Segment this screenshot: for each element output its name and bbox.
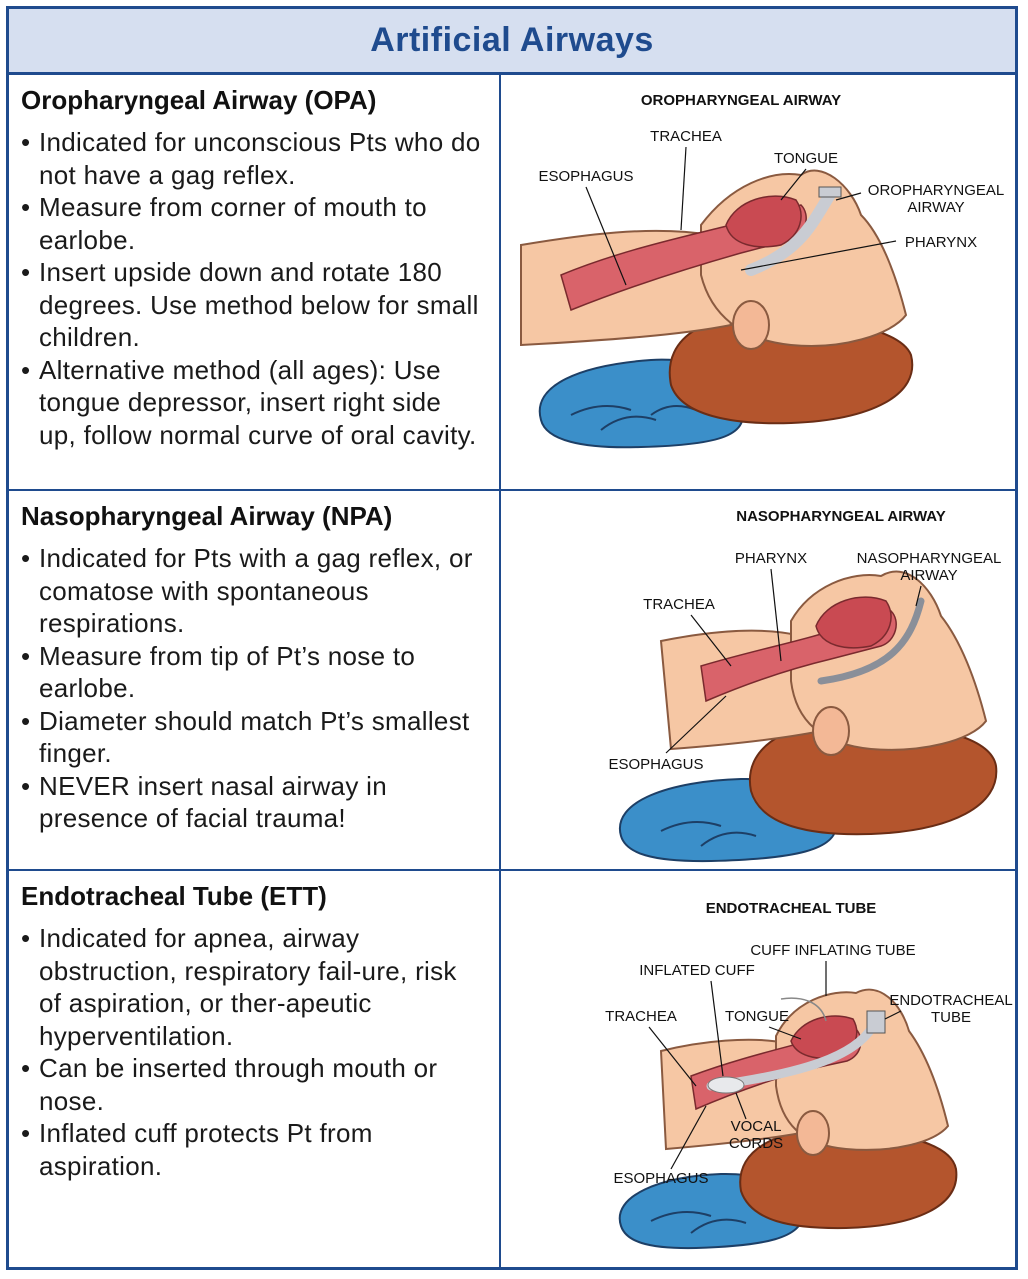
opa-illustration: OROPHARYNGEAL AIRWAY TRACHEA TONGUE ESOP… [520,92,1004,449]
list-item: NEVER insert nasal airway in presence of… [21,770,485,835]
diagram-title: ENDOTRACHEAL TUBE [706,900,877,917]
list-item: Inflated cuff protects Pt from aspiratio… [21,1117,485,1182]
npa-diagram: NASOPHARYNGEAL AIRWAY PHARYNX NASOPHARYN… [501,491,1015,869]
label-opa-2: AIRWAY [907,199,964,216]
title-bar: Artificial Airways [9,9,1015,75]
ett-bullet-list: Indicated for apnea, airway obstruction,… [21,922,485,1182]
list-item: Indicated for Pts with a gag reflex, or … [21,542,485,640]
leader-line [648,1026,697,1087]
ett-cuff [707,1076,745,1094]
cuff-inflating-line [780,997,827,1022]
leader-line [680,146,687,231]
tongue-shape [790,1015,858,1060]
leader-line [735,1092,747,1120]
leader-line [915,585,922,607]
leader-line [665,695,727,754]
label-opa-1: OROPHARYNGEAL [868,182,1004,199]
pillow-folds [660,821,757,847]
page-title: Artificial Airways [370,21,654,59]
list-item: Indicated for unconscious Pts who do not… [21,126,485,191]
leader-line [740,240,897,271]
label-trachea: TRACHEA [605,1008,677,1025]
ett-heading: Endotracheal Tube (ETT) [21,881,327,911]
leader-line [770,568,782,662]
opa-device [745,187,837,276]
pillow-folds [650,1211,747,1234]
list-item: Measure from tip of Pt’s nose to earlobe… [21,640,485,705]
leader-line [690,614,732,667]
label-esophagus: ESOPHAGUS [613,1170,708,1187]
label-tongue: TONGUE [725,1008,789,1025]
npa-heading: Nasopharyngeal Airway (NPA) [21,501,393,531]
label-tongue: TONGUE [774,150,838,167]
opa-bullet-list: Indicated for unconscious Pts who do not… [21,126,485,451]
diagram-title: OROPHARYNGEAL AIRWAY [641,92,841,109]
opa-diagram: OROPHARYNGEAL AIRWAY TRACHEA TONGUE ESOP… [501,75,1015,489]
section-npa: Nasopharyngeal Airway (NPA) Indicated fo… [9,491,1015,871]
label-ett-2: TUBE [931,1009,971,1026]
label-vocal-2: CORDS [729,1135,783,1152]
label-trachea: TRACHEA [643,596,715,613]
label-pharynx: PHARYNX [735,550,807,567]
label-ett-1: ENDOTRACHEAL [889,992,1012,1009]
npa-text: Nasopharyngeal Airway (NPA) Indicated fo… [9,491,501,869]
opa-text: Oropharyngeal Airway (OPA) Indicated for… [9,75,501,489]
ett-connector [866,1010,886,1034]
list-item: Insert upside down and rotate 180 degree… [21,256,485,354]
label-inflated-cuff: INFLATED CUFF [639,962,755,979]
label-trachea: TRACHEA [650,128,722,145]
label-esophagus: ESOPHAGUS [538,168,633,185]
list-item: Measure from corner of mouth to earlobe. [21,191,485,256]
section-ett: Endotracheal Tube (ETT) Indicated for ap… [9,871,1015,1267]
label-pharynx: PHARYNX [905,234,977,251]
leader-line [710,980,724,1077]
label-npa-2: AIRWAY [900,567,957,584]
ett-text: Endotracheal Tube (ETT) Indicated for ap… [9,871,501,1267]
label-esophagus: ESOPHAGUS [608,756,703,773]
label-npa-1: NASOPHARYNGEAL [857,550,1002,567]
tongue-shape [725,195,802,248]
ett-illustration: ENDOTRACHEAL TUBE CUFF INFLATING TUBE IN… [605,900,1013,1250]
npa-bullet-list: Indicated for Pts with a gag reflex, or … [21,542,485,835]
diagram-title: NASOPHARYNGEAL AIRWAY [736,508,945,525]
tongue-shape [815,596,892,649]
list-item: Indicated for apnea, airway obstruction,… [21,922,485,1052]
ear-shape [812,706,850,756]
leader-line [670,1105,707,1170]
leader-line [835,192,862,201]
section-opa: Oropharyngeal Airway (OPA) Indicated for… [9,75,1015,491]
list-item: Alternative method (all ages): Use tongu… [21,354,485,452]
ett-diagram: ENDOTRACHEAL TUBE CUFF INFLATING TUBE IN… [501,871,1015,1267]
opa-heading: Oropharyngeal Airway (OPA) [21,85,377,115]
leader-line [585,186,627,286]
leader-line [884,1010,902,1020]
ear-shape [732,300,770,350]
npa-illustration: NASOPHARYNGEAL AIRWAY PHARYNX NASOPHARYN… [608,508,1002,863]
leader-line [780,168,807,201]
leader-line [768,1026,802,1040]
list-item: Can be inserted through mouth or nose. [21,1052,485,1117]
label-cuff-tube: CUFF INFLATING TUBE [750,942,915,959]
npa-device [817,597,925,685]
label-vocal-1: VOCAL [731,1118,782,1135]
artificial-airways-card: Artificial Airways Oropharyngeal Airway … [6,6,1018,1270]
list-item: Diameter should match Pt’s smallest fing… [21,705,485,770]
opa-flange [818,186,842,198]
ear-shape [796,1110,830,1156]
